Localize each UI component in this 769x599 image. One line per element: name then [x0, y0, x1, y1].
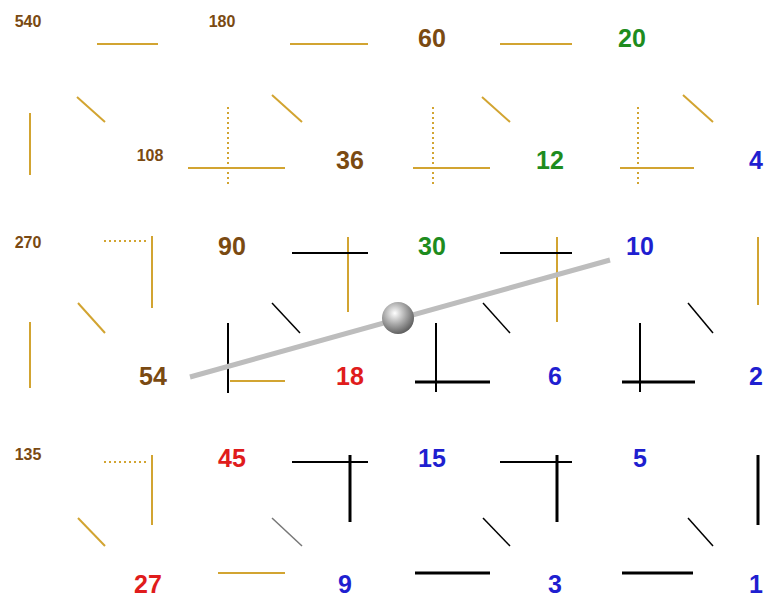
ball — [382, 302, 414, 334]
divisor-number: 15 — [418, 446, 446, 471]
divisor-number: 180 — [209, 14, 236, 30]
divisor-number: 30 — [418, 234, 446, 259]
divisor-number: 108 — [137, 148, 164, 164]
divisor-number: 27 — [134, 571, 162, 596]
divisor-number: 90 — [218, 234, 246, 259]
divisor-number: 5 — [633, 446, 647, 471]
divisor-number: 60 — [418, 26, 446, 51]
divisor-number: 6 — [548, 364, 562, 389]
divisor-number: 12 — [536, 148, 564, 173]
divisor-number: 2 — [749, 364, 763, 389]
divisor-number: 20 — [618, 26, 646, 51]
divisor-number: 540 — [15, 14, 42, 30]
divisor-number: 10 — [626, 234, 654, 259]
divisor-number: 18 — [336, 364, 364, 389]
divisor-number: 9 — [338, 571, 352, 596]
divisor-number: 4 — [749, 148, 763, 173]
divisor-number: 45 — [218, 446, 246, 471]
divisor-number: 135 — [15, 447, 42, 463]
axis-rod — [190, 260, 610, 377]
divisor-number: 3 — [548, 571, 562, 596]
divisor-number: 1 — [749, 571, 763, 596]
divisor-number: 54 — [139, 364, 167, 389]
divisor-number: 270 — [15, 235, 42, 251]
divisor-number: 36 — [336, 148, 364, 173]
